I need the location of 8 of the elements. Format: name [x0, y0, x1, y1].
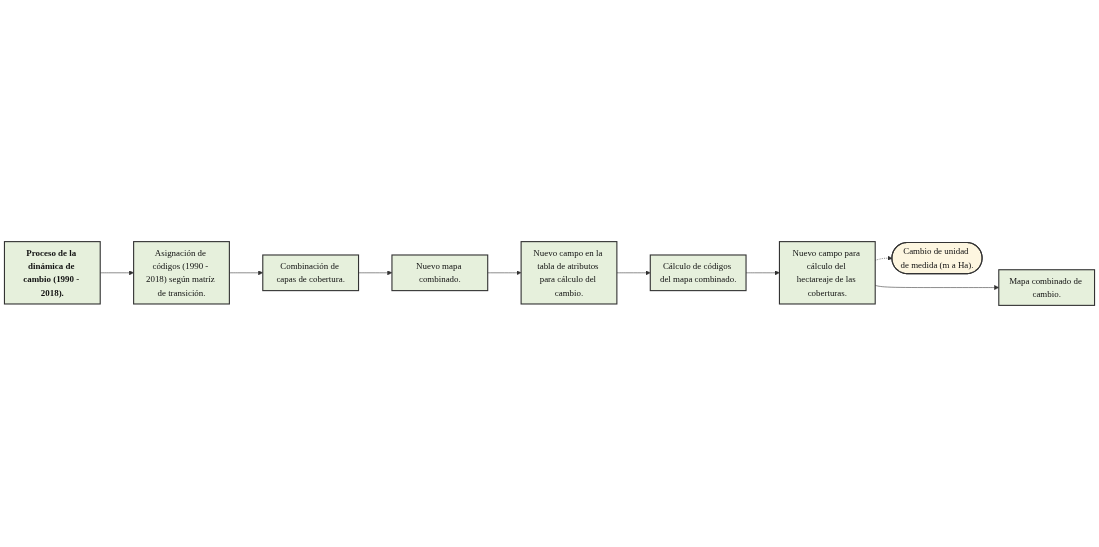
node-box: Mapa combinado de cambio.	[998, 269, 1096, 306]
node-box: Nuevo campo para cálculo del hectareaje de las coberturas.	[778, 241, 876, 305]
node-box: Proceso de la dinámica de cambio (1990 - 2018).	[3, 241, 101, 305]
node-box: Combinación de capas de cobertura.	[262, 254, 360, 292]
node-box: Asignación de códigos (1990 - 2018) según matríz de transición.	[133, 241, 230, 305]
node-box: Cálculo de códigos del mapa combinado.	[649, 254, 747, 292]
node-box: Nuevo campo en la tabla de atributos para cálculo del cambio.	[520, 241, 618, 305]
node-box: Nuevo mapa combinado.	[391, 254, 489, 292]
